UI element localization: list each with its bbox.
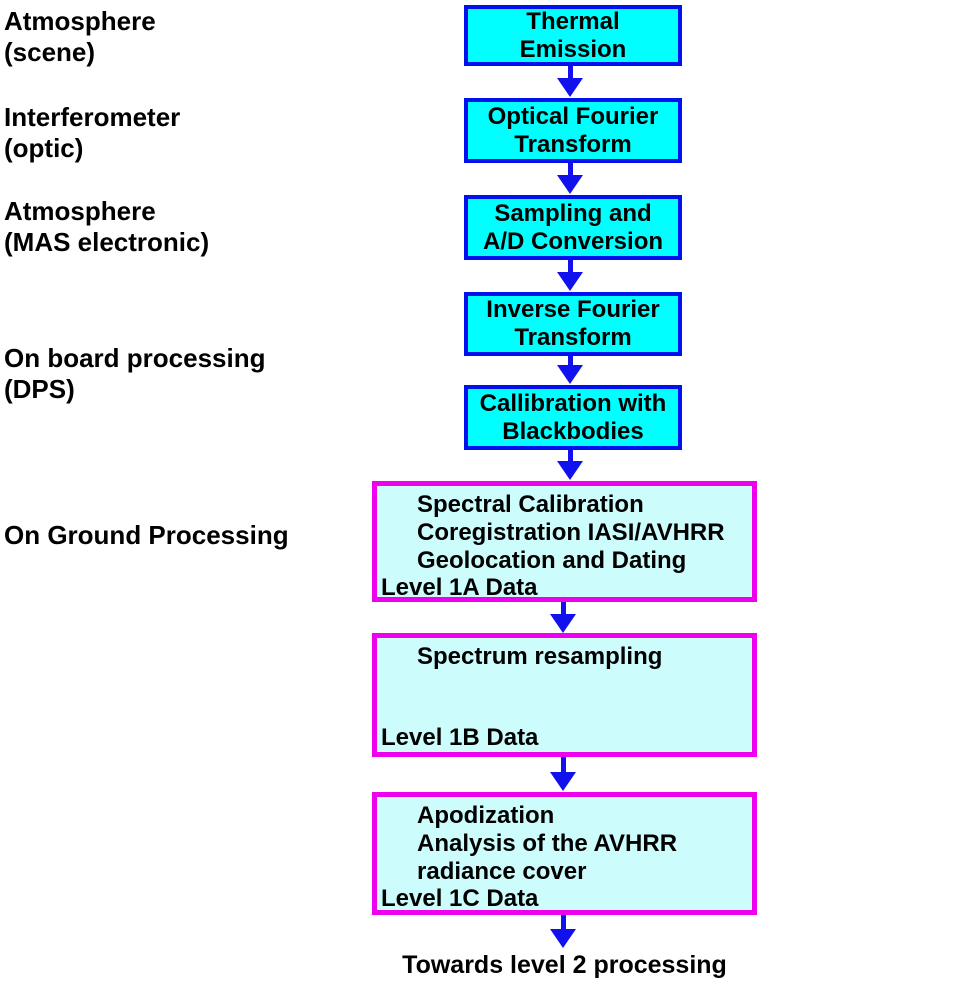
process-box-optical-fourier: Optical Fourier Transform: [464, 98, 682, 163]
arrow-head: [550, 772, 576, 791]
arrow-down-icon: [550, 915, 576, 948]
data-box-body: Spectrum resampling: [417, 643, 663, 670]
arrow-down-icon: [550, 757, 576, 791]
process-box-inverse-fourier: Inverse Fourier Transform: [464, 292, 682, 356]
stage-label-onboard-processing: On board processing (DPS): [4, 343, 266, 404]
process-box-thermal-emission: Thermal Emission: [464, 5, 682, 66]
arrow-down-icon: [550, 602, 576, 633]
arrow-stem: [567, 163, 573, 175]
stage-label-onground-processing: On Ground Processing: [4, 520, 289, 550]
arrow-head: [550, 929, 576, 948]
arrow-stem: [567, 260, 573, 272]
arrow-stem: [560, 757, 566, 772]
arrow-down-icon: [557, 260, 583, 291]
stage-label-interferometer: Interferometer (optic): [4, 102, 181, 163]
arrow-head: [557, 272, 583, 291]
arrow-head: [557, 461, 583, 480]
arrow-down-icon: [557, 66, 583, 97]
level-1a-label: Level 1A Data: [381, 574, 538, 602]
arrow-stem: [567, 66, 573, 78]
level-1c-label: Level 1C Data: [381, 885, 539, 913]
arrow-head: [557, 365, 583, 384]
arrow-head: [557, 78, 583, 97]
footer-label-towards-level-2: Towards level 2 processing: [402, 951, 727, 979]
arrow-down-icon: [557, 450, 583, 480]
stage-label-atmosphere-mas: Atmosphere (MAS electronic): [4, 196, 210, 257]
process-box-sampling-ad: Sampling and A/D Conversion: [464, 195, 682, 260]
data-box-body: Spectral Calibration Coregistration IASI…: [417, 491, 725, 575]
arrow-stem: [567, 450, 573, 461]
arrow-head: [557, 175, 583, 194]
data-box-body: Apodization Analysis of the AVHRR radian…: [417, 802, 678, 886]
data-box-level-1a: Spectral Calibration Coregistration IASI…: [372, 481, 757, 602]
data-box-level-1b: Spectrum resampling Level 1B Data: [372, 633, 757, 757]
level-1b-label: Level 1B Data: [381, 723, 539, 751]
arrow-down-icon: [557, 356, 583, 384]
process-box-calibration-blackbodies: Callibration with Blackbodies: [464, 385, 682, 450]
stage-label-atmosphere-scene: Atmosphere (scene): [4, 6, 156, 67]
arrow-head: [550, 614, 576, 633]
arrow-stem: [560, 915, 566, 929]
arrow-down-icon: [557, 163, 583, 194]
arrow-stem: [560, 602, 566, 614]
data-box-level-1c: Apodization Analysis of the AVHRR radian…: [372, 792, 757, 915]
arrow-stem: [567, 356, 573, 365]
